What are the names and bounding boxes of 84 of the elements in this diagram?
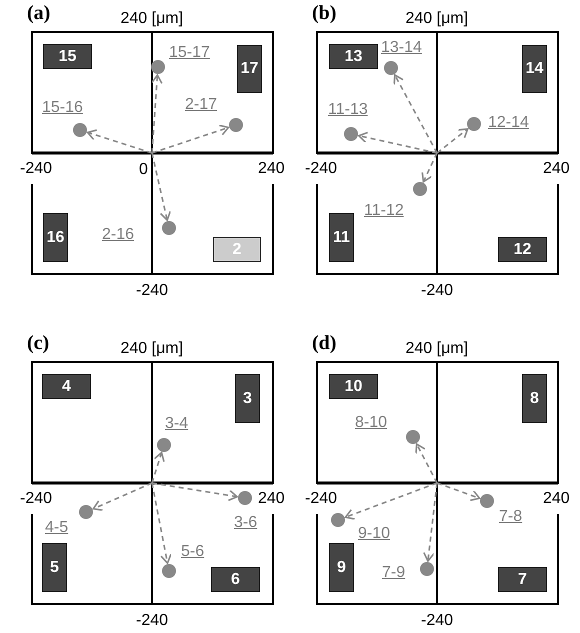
dashed-arrow (151, 152, 172, 221)
electrode-block: 16 (43, 213, 68, 262)
dashed-arrow (92, 482, 152, 511)
measurement-dot (162, 221, 176, 235)
electrode-block: 15 (43, 44, 92, 69)
measurement-dot (467, 117, 481, 131)
measurement-dot (238, 491, 252, 505)
pair-label: 2-17 (185, 96, 218, 113)
dashed-arrow (152, 482, 238, 502)
pair-label: 15-16 (42, 99, 83, 116)
electrode-block: 8 (522, 374, 547, 423)
axis-tick-label: -240 (421, 282, 454, 299)
dashed-arrow (422, 152, 438, 183)
dashed-arrow (436, 128, 468, 154)
electrode-block: 14 (522, 45, 547, 93)
panel-label: (d) (312, 333, 336, 353)
electrode-block: 6 (211, 567, 260, 592)
measurement-dot (151, 60, 165, 74)
dashed-arrow (151, 482, 172, 564)
pair-label: 9-10 (358, 525, 390, 542)
measurement-dot (344, 127, 358, 141)
pair-label: 11-13 (328, 101, 368, 118)
axis-tick-label: -240 (305, 160, 338, 177)
electrode-block: 10 (329, 374, 378, 399)
pair-label: 15-17 (169, 44, 210, 61)
electrode-block: 11 (329, 213, 354, 262)
axis-tick-label: 0 (139, 161, 148, 178)
electrode-block: 12 (498, 237, 547, 262)
pair-label: 3-6 (234, 514, 258, 531)
axis-tick-label: -240 (20, 160, 52, 177)
measurement-dot (413, 182, 427, 196)
dashed-arrow (86, 129, 152, 154)
panel-label: (b) (312, 3, 336, 23)
panel-label: (c) (27, 333, 50, 353)
electrode-block: 4 (42, 374, 91, 399)
pair-label: 3-4 (165, 415, 188, 432)
measurement-dot (384, 61, 398, 75)
axis-tick-label: -240 (305, 490, 338, 507)
measurement-dot (162, 564, 176, 578)
measurement-dot (79, 505, 93, 519)
panel-label: (a) (27, 3, 50, 23)
pair-label: 4-5 (45, 519, 68, 536)
electrode-block: 7 (498, 567, 547, 592)
axis-tick-label: -240 (136, 282, 168, 299)
measurement-dot (229, 118, 243, 132)
measurement-dot (480, 494, 494, 508)
dashed-arrow (358, 132, 438, 154)
pair-label: 12-14 (488, 114, 529, 131)
electrode-block: 17 (237, 45, 262, 93)
axis-tick-label: -240 (421, 612, 454, 629)
axis-tick-label: 240 (543, 490, 570, 507)
pair-label: 5-6 (181, 543, 204, 560)
axis-tick-label: 240 (258, 490, 285, 507)
dashed-arrow (436, 482, 480, 502)
axis-tick-label: 240 [μm] (406, 10, 468, 27)
axis-tick-label: -240 (20, 490, 52, 507)
axis-tick-label: 240 (258, 160, 285, 177)
pair-label: 8-10 (355, 414, 388, 431)
measurement-dot (73, 123, 87, 137)
axis-tick-label: 240 (543, 160, 570, 177)
measurement-dot (420, 562, 434, 576)
pair-label: 7-8 (499, 508, 522, 525)
electrode-block: 13 (329, 44, 378, 69)
dashed-arrow (344, 482, 438, 520)
dashed-arrow (393, 74, 438, 154)
electrode-block: 9 (329, 543, 354, 592)
dashed-arrow (152, 124, 230, 154)
dashed-arrow (423, 482, 438, 562)
measurement-dot (331, 513, 345, 527)
electrode-block: 3 (235, 374, 260, 423)
pair-label: 13-14 (381, 39, 422, 56)
dashed-arrow (415, 443, 438, 484)
axis-tick-label: 240 [μm] (406, 340, 468, 357)
dashed-arrow (151, 74, 163, 154)
electrode-block: 5 (42, 543, 67, 592)
dashed-arrow (151, 452, 165, 484)
axis-tick-label: 240 [μm] (120, 10, 184, 27)
axis-tick-label: 240 [μm] (120, 340, 184, 357)
axis-tick-label: -240 (136, 612, 168, 629)
pair-label: 2-16 (102, 226, 134, 243)
pair-label: 11-12 (364, 202, 404, 219)
measurement-dot (157, 438, 171, 452)
pair-label: 7-9 (382, 564, 406, 581)
measurement-dot (406, 430, 420, 444)
